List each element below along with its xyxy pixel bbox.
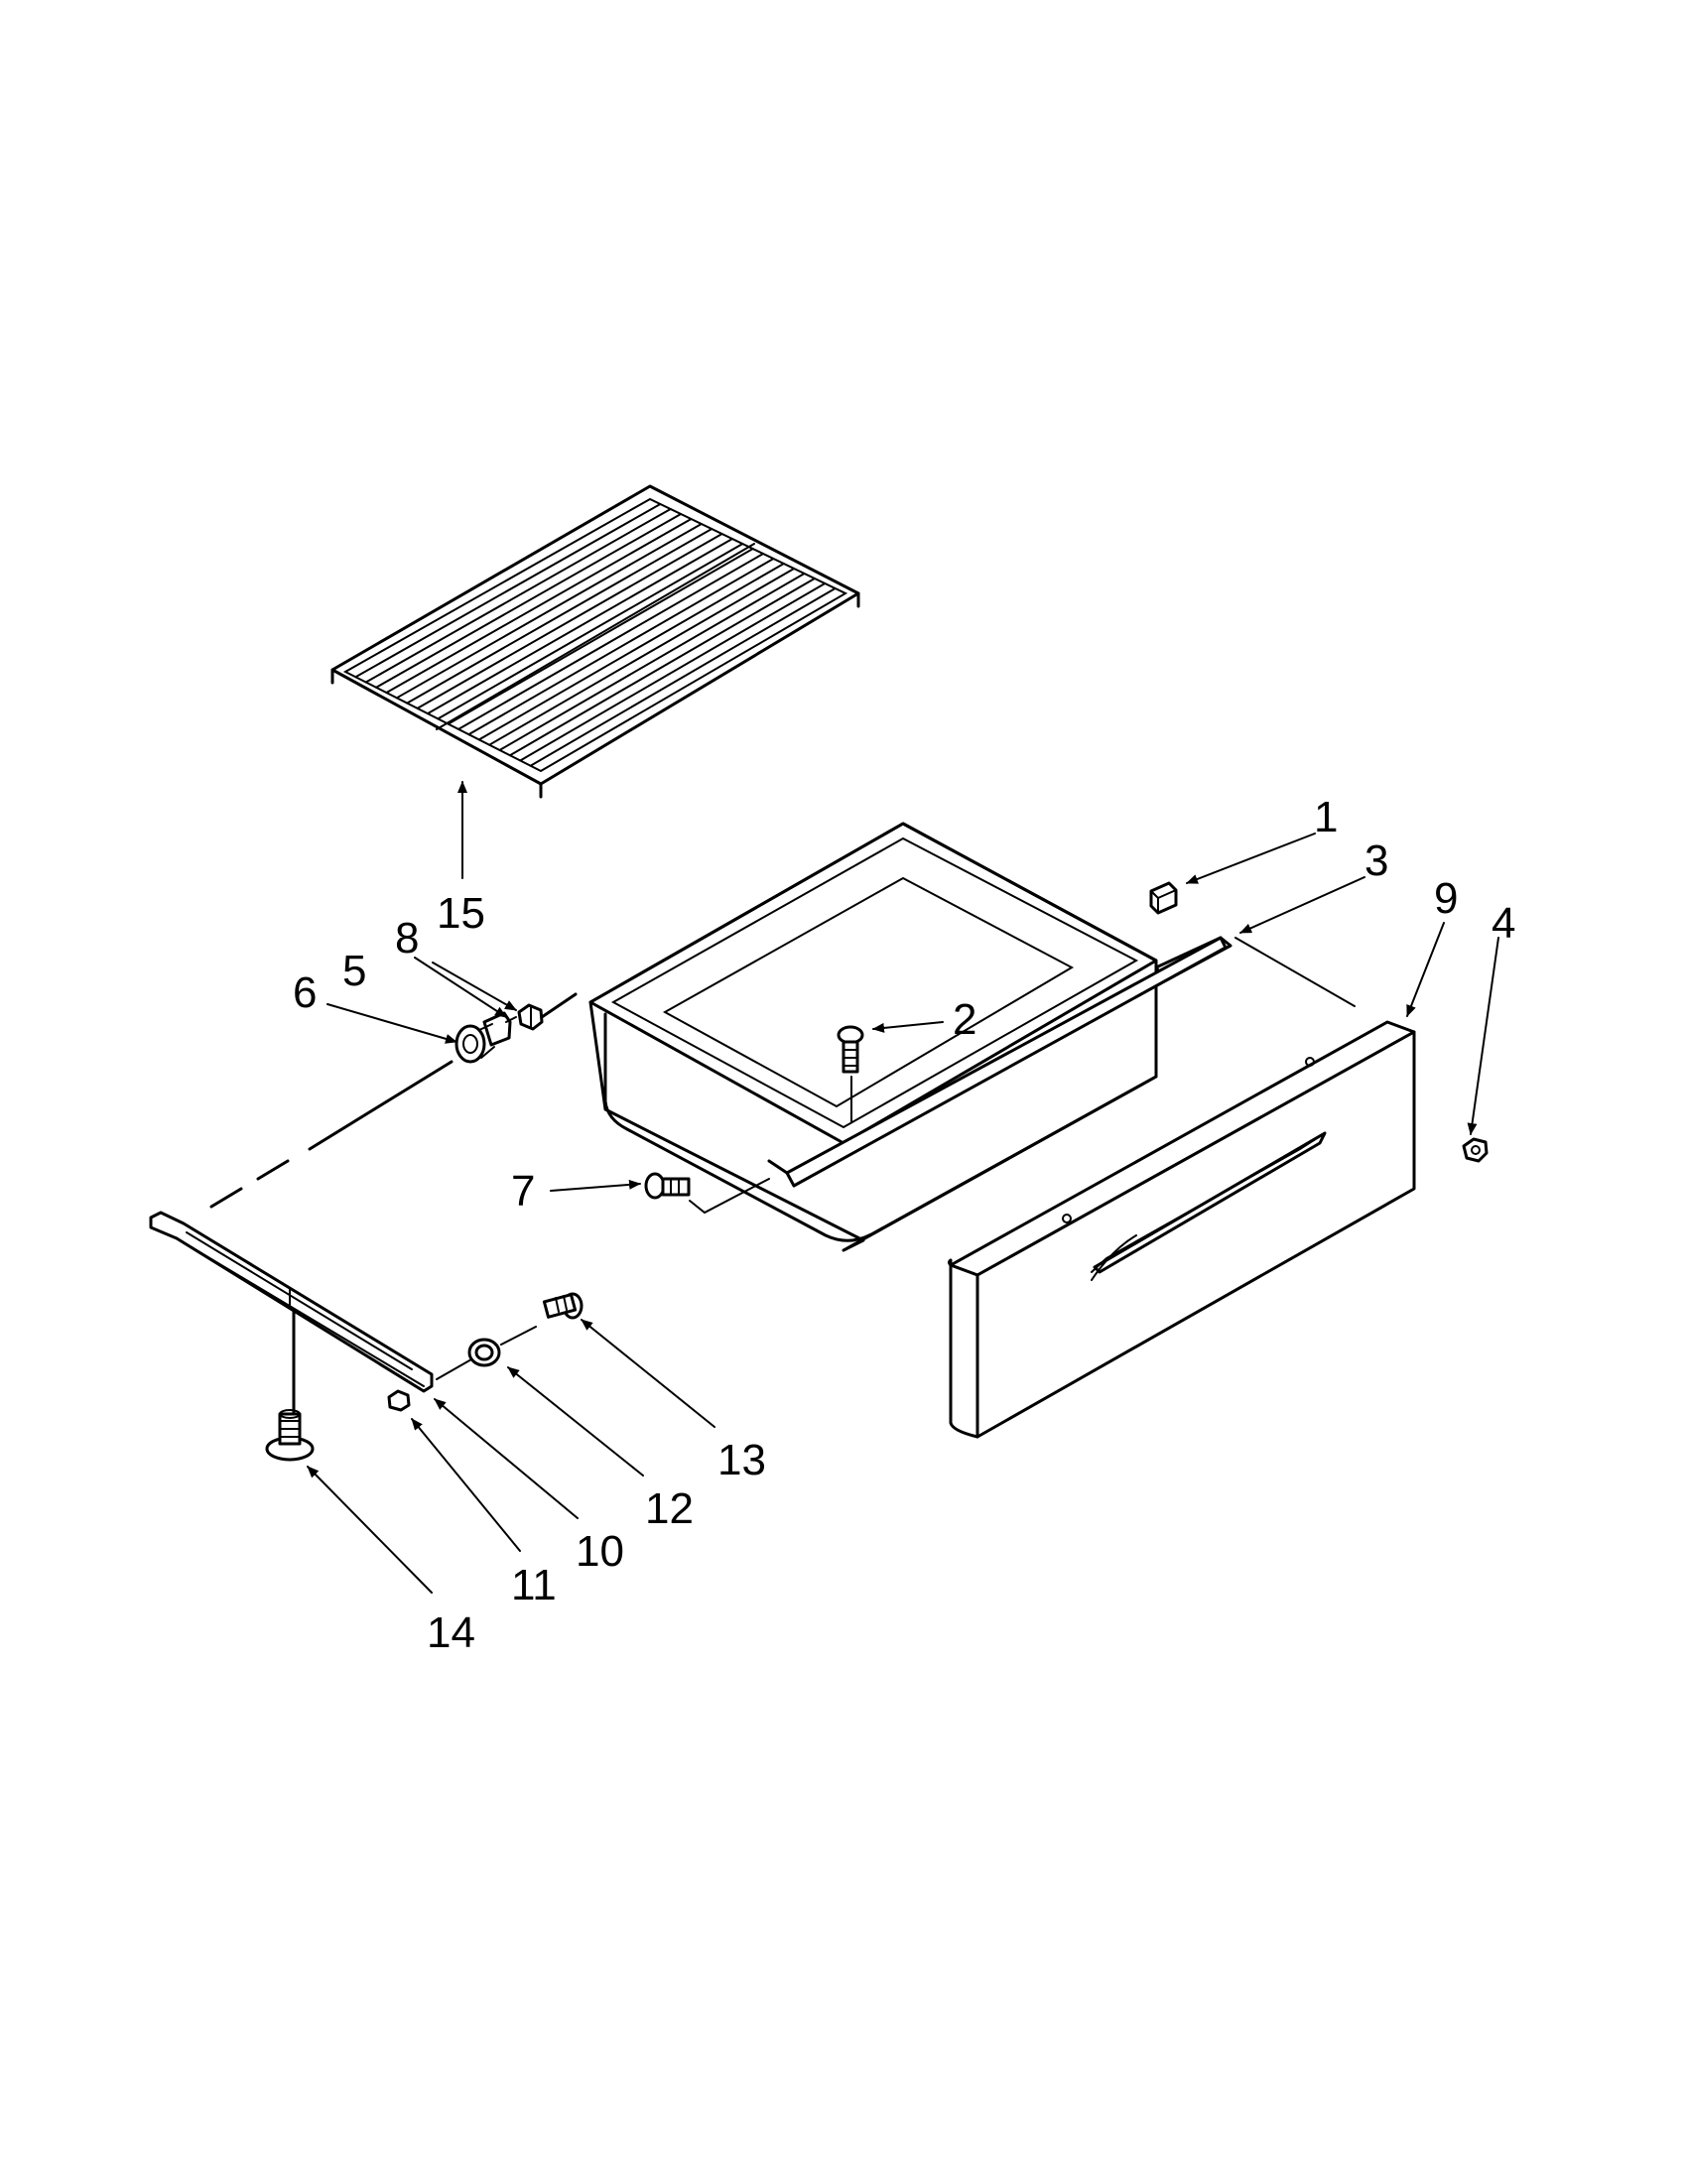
roller xyxy=(454,1023,495,1064)
callout-6: 6 xyxy=(293,968,317,1017)
callout-3: 3 xyxy=(1364,836,1388,885)
pan-screw xyxy=(837,1025,864,1122)
callout-13: 13 xyxy=(717,1436,766,1484)
drawer-front-panel xyxy=(948,937,1416,1439)
callout-11: 11 xyxy=(511,1561,557,1609)
callout-5: 5 xyxy=(342,947,366,995)
rack-wire xyxy=(406,528,714,705)
rack-wire xyxy=(488,568,796,746)
rack-wire xyxy=(457,553,765,730)
rail-screw xyxy=(542,1292,584,1320)
slide-nut xyxy=(517,1003,544,1031)
rack-wire xyxy=(477,563,785,741)
rail-nut xyxy=(387,1389,411,1412)
oven-rack xyxy=(330,484,860,799)
callout-2: 2 xyxy=(953,995,976,1044)
callout-9: 9 xyxy=(1434,874,1458,923)
drawer-rail xyxy=(149,1211,434,1393)
rack-wire xyxy=(375,513,683,689)
rack-wire xyxy=(437,543,744,720)
rack-wire xyxy=(529,587,837,767)
rail-roller xyxy=(467,1338,501,1367)
rack-wire xyxy=(395,523,703,700)
rack-wire xyxy=(426,538,733,715)
rack-wire xyxy=(508,578,816,757)
rack-wire xyxy=(447,548,754,725)
drawer-pan xyxy=(588,822,1233,1252)
rack-wire xyxy=(416,533,723,709)
callout-12: 12 xyxy=(645,1484,694,1533)
rack-wire xyxy=(354,503,662,679)
clip xyxy=(1149,881,1178,915)
rack-wire xyxy=(467,558,775,736)
callout-15: 15 xyxy=(437,889,485,938)
callout-10: 10 xyxy=(576,1527,624,1576)
rack-wire xyxy=(498,573,806,751)
callout-8: 8 xyxy=(395,914,419,963)
callout-7: 7 xyxy=(511,1167,535,1216)
rack-wire xyxy=(519,582,827,762)
slide-bolt xyxy=(482,1011,517,1047)
callout-1: 1 xyxy=(1314,793,1338,841)
callout-14: 14 xyxy=(427,1608,475,1657)
leveling-leg xyxy=(265,1308,315,1462)
callout-4: 4 xyxy=(1492,899,1515,948)
rack-wire xyxy=(364,508,672,684)
hex-nut xyxy=(1462,1137,1489,1163)
rack-wire xyxy=(385,518,693,695)
side-screw xyxy=(644,1172,770,1215)
leader-lines xyxy=(307,781,1499,1594)
